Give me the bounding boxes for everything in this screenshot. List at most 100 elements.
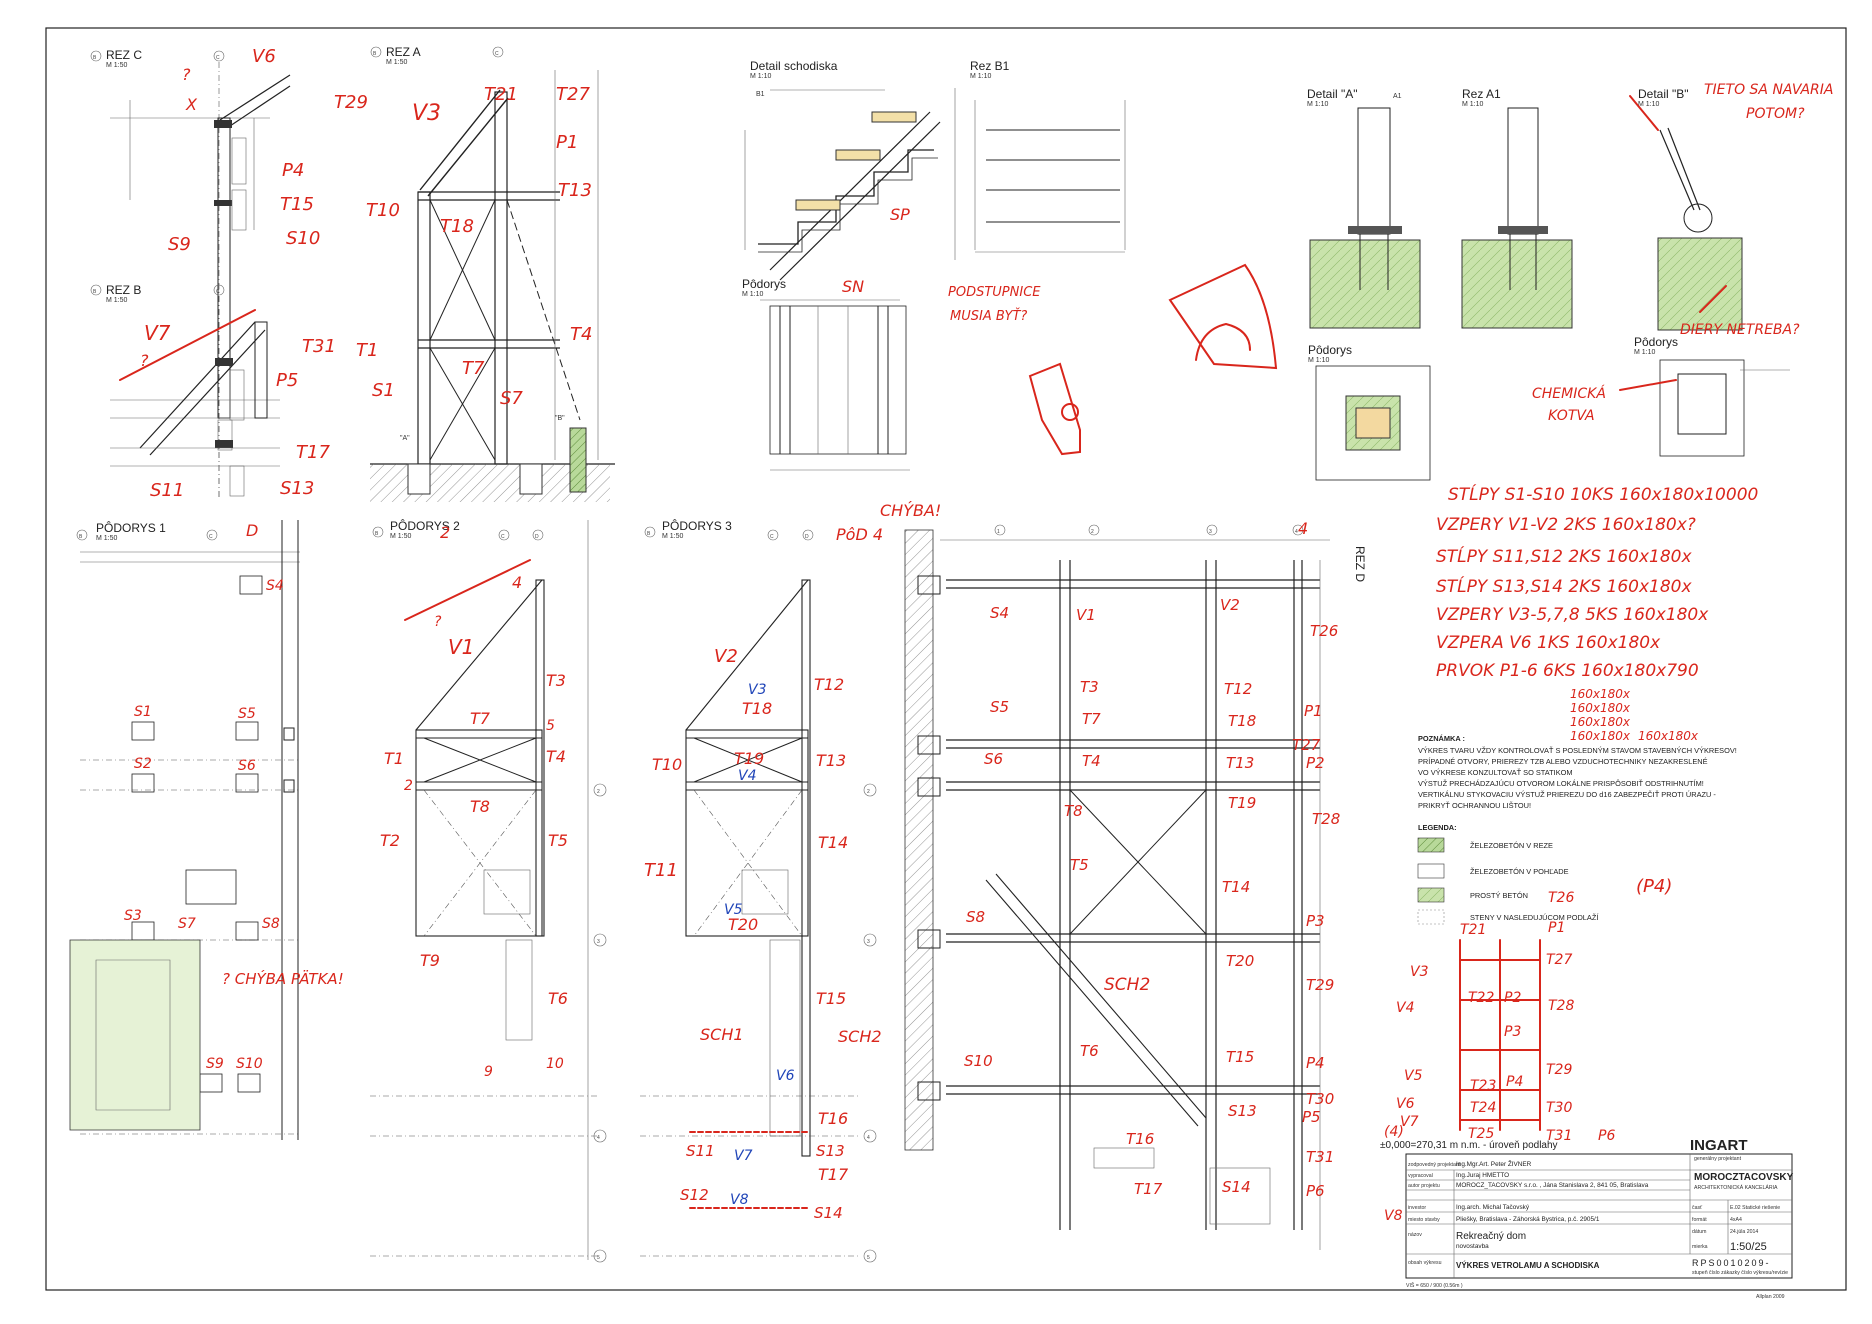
red-note: T10 <box>652 755 682 774</box>
red-note: T4 <box>1082 752 1101 770</box>
red-note: T7 <box>462 358 485 379</box>
blue-note: V7 <box>734 1148 753 1164</box>
svg-text:formát: formát <box>1692 1217 1707 1223</box>
podorys-1-view: B PÔDORYS 1 M 1:50 C <box>69 520 300 1140</box>
note-line: VÝSTUŽ PRECHÁDZAJÚCU OTVOROM LOKÁLNE PRI… <box>1418 779 1704 788</box>
red-note: V6 <box>1396 1096 1415 1112</box>
schedule-line: STĹPY S13,S14 2KS 160x180x <box>1436 575 1692 597</box>
svg-text:C: C <box>501 534 505 540</box>
red-note: T6 <box>1080 1042 1099 1060</box>
svg-text:Ing.Juraj HMETTO: Ing.Juraj HMETTO <box>1456 1172 1509 1179</box>
red-note: T20 <box>1226 952 1254 970</box>
svg-text:M 1:50: M 1:50 <box>386 59 408 66</box>
red-note: T17 <box>818 1165 849 1184</box>
legend-swatch-dashed <box>1417 909 1445 925</box>
red-note: T28 <box>1312 810 1340 828</box>
red-note: T14 <box>818 833 848 852</box>
svg-text:miesto stavby: miesto stavby <box>1408 1217 1440 1223</box>
red-note: S13 <box>280 478 314 499</box>
blue-markup: V3 V4 V5 V6 V7 V8 <box>724 682 795 1208</box>
scale-value: 1:50/25 <box>1730 1241 1767 1253</box>
red-note: T7 <box>1082 710 1101 728</box>
svg-text:M 1:10: M 1:10 <box>1638 101 1660 108</box>
svg-text:REZ D: REZ D <box>1353 546 1367 582</box>
red-note: SCH2 <box>838 1027 882 1046</box>
svg-text:vypracoval: vypracoval <box>1408 1173 1433 1179</box>
red-note: T13 <box>816 751 846 770</box>
red-note: PODSTUPNICE <box>948 285 1041 300</box>
legend-label: ŽELEZOBETÓN V POHĽADE <box>1470 867 1569 876</box>
red-note: P5 <box>276 370 298 391</box>
red-note: S4 <box>266 578 284 594</box>
red-note: T31 <box>302 336 336 357</box>
red-note: KOTVA <box>1548 408 1595 424</box>
schedule-line: STĹPY S1-S10 10KS 160x180x10000 <box>1448 483 1758 505</box>
red-note: T12 <box>1224 680 1252 698</box>
footer-left: VIŠ = 650 / 900 (0.56m ) <box>1406 1282 1463 1289</box>
blue-note: V4 <box>738 768 756 784</box>
red-note: S8 <box>262 916 280 932</box>
svg-text:M 1:50: M 1:50 <box>106 297 128 304</box>
brand-name: MOROCZTACOVSKY <box>1694 1172 1794 1183</box>
svg-text:B: B <box>79 534 83 540</box>
red-note: V7 <box>144 321 171 345</box>
red-note: T22 <box>1468 990 1494 1006</box>
red-note: T13 <box>1226 754 1254 772</box>
red-note: T19 <box>1228 794 1256 812</box>
note-heading: POZNÁMKA : <box>1418 734 1465 743</box>
red-note: T20 <box>728 915 758 934</box>
red-note: 2 <box>440 523 450 542</box>
red-note: T30 <box>1306 1090 1334 1108</box>
rez-a-view: B REZ A M 1:50 C "A" "B" <box>370 45 615 502</box>
red-note: V1 <box>1076 606 1096 624</box>
detail-schodiska-view: Detail schodiska M 1:10 B1 <box>744 59 956 281</box>
drawing-content: VÝKRES VETROLAMU A SCHODISKA <box>1456 1261 1600 1270</box>
red-note: ? CHÝBA PÄTKA! <box>222 969 344 988</box>
schedule-line: VZPERY V3-5,7,8 5KS 160x180x <box>1436 605 1709 625</box>
red-note: T3 <box>546 671 566 690</box>
legend-label: PROSTÝ BETÓN <box>1470 891 1528 900</box>
legend-label: STENY V NASLEDUJÚCOM PODLAŽÍ <box>1470 913 1599 922</box>
svg-text:M 1:50: M 1:50 <box>662 533 684 540</box>
svg-text:názov: názov <box>1408 1232 1422 1238</box>
red-note: SCH1 <box>700 1025 744 1044</box>
svg-text:B1: B1 <box>756 91 765 98</box>
svg-text:Ing.Mgr.Art. Peter ŽIVNER: Ing.Mgr.Art. Peter ŽIVNER <box>1456 1159 1532 1168</box>
schedule-sub: 160x180x <box>1570 729 1631 743</box>
svg-text:C: C <box>216 289 220 295</box>
red-note: T8 <box>470 797 490 816</box>
red-note: T2 <box>380 831 400 850</box>
red-note: T28 <box>1548 998 1574 1014</box>
svg-text:M 1:10: M 1:10 <box>1634 349 1656 356</box>
schedule-sub: 160x180x <box>1570 715 1631 729</box>
red-note: T6 <box>548 989 568 1008</box>
red-note: T18 <box>440 216 474 237</box>
svg-text:4: 4 <box>867 1135 870 1141</box>
red-note: V7 <box>1400 1114 1419 1130</box>
red-note: P4 <box>282 160 304 181</box>
red-note: T23 <box>1470 1078 1496 1094</box>
legend-swatch-hatch <box>1417 837 1445 853</box>
red-note: V3 <box>1410 964 1428 980</box>
red-note: CHÝBA! <box>880 501 941 520</box>
svg-text:24.júla 2014: 24.júla 2014 <box>1730 1229 1758 1235</box>
red-note: T29 <box>334 92 368 113</box>
red-note: T11 <box>644 860 678 881</box>
svg-text:autor projektu: autor projektu <box>1408 1183 1440 1189</box>
red-note: POTOM? <box>1746 106 1805 122</box>
svg-text:Ing.arch. Michal Tačovský: Ing.arch. Michal Tačovský <box>1456 1204 1530 1211</box>
red-note: V6 <box>252 46 276 67</box>
legend: LEGENDA: ŽELEZOBETÓN V REZE ŽELEZOBETÓN … <box>1417 823 1599 925</box>
red-note: CHEMICKÁ <box>1532 385 1606 402</box>
svg-text:B: B <box>93 289 97 295</box>
svg-text:mierka: mierka <box>1692 1244 1708 1250</box>
red-note: T15 <box>1226 1048 1254 1066</box>
red-note: T26 <box>1310 622 1338 640</box>
red-note: PôD 4 <box>836 525 883 544</box>
red-note: T27 <box>556 84 590 105</box>
red-note: T21 <box>1460 922 1486 938</box>
red-note: P3 <box>1504 1024 1521 1040</box>
legend-swatch-plain <box>1417 863 1445 879</box>
podorys-a-view: Pôdorys M 1:10 <box>1308 343 1431 481</box>
red-note: P4 <box>1506 1074 1523 1090</box>
